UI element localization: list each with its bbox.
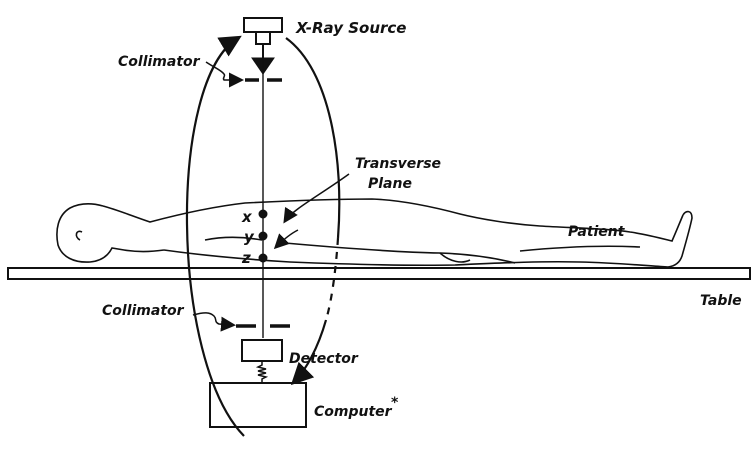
- computer-label: Computer: [314, 404, 393, 420]
- patient-figure: [56, 198, 693, 268]
- xray-source-label: X-Ray Source: [295, 19, 406, 37]
- computer: [209, 382, 307, 428]
- collimator-top-label: Collimator: [118, 54, 201, 70]
- patient-underside: [163, 249, 669, 268]
- detector-box: [241, 339, 283, 362]
- collimator-bottom-leader: [192, 312, 236, 332]
- right-rotation-arc-lower: [290, 319, 328, 386]
- right-rotation-arc-upper: [285, 37, 341, 239]
- detector-label: Detector: [289, 351, 359, 367]
- table-label: Table: [700, 293, 742, 309]
- point-z-label: z: [241, 249, 251, 267]
- point-z-dot: [258, 253, 268, 263]
- transverse-plane-leader: [283, 173, 350, 224]
- patient-foot: [667, 210, 693, 268]
- patient-arm: [204, 236, 516, 264]
- patient-head: [56, 203, 165, 263]
- detector: [241, 339, 283, 362]
- patient-ear: [75, 230, 83, 241]
- detector-cable: [255, 361, 269, 383]
- collimator-top-leader: [205, 61, 244, 88]
- right-rotation-arc-dashed: [324, 237, 340, 321]
- point-x-label: x: [241, 208, 253, 226]
- patient-hand: [439, 252, 471, 263]
- xray-source-box: [243, 17, 283, 33]
- leader-lines: [192, 61, 350, 332]
- transverse-label-line-1: Transverse: [355, 156, 441, 172]
- transverse-plane-leader-lower: [273, 229, 299, 250]
- table: [7, 267, 751, 280]
- patient-leg-line: [519, 245, 641, 252]
- collimator-bottom-label: Collimator: [102, 303, 185, 319]
- patient-label: Patient: [568, 224, 626, 240]
- patient-neck-chest: [102, 198, 684, 242]
- transverse-points: [258, 209, 268, 263]
- computer-mark: *: [391, 395, 399, 411]
- xray-source-mount: [255, 32, 271, 45]
- point-y-dot: [258, 231, 268, 241]
- point-y-label: y: [244, 228, 255, 246]
- table-top: [7, 267, 751, 280]
- point-x-dot: [258, 209, 268, 219]
- xray-source: [243, 17, 283, 75]
- computer-box: [209, 382, 307, 428]
- transverse-label-line-2: Plane: [368, 176, 412, 192]
